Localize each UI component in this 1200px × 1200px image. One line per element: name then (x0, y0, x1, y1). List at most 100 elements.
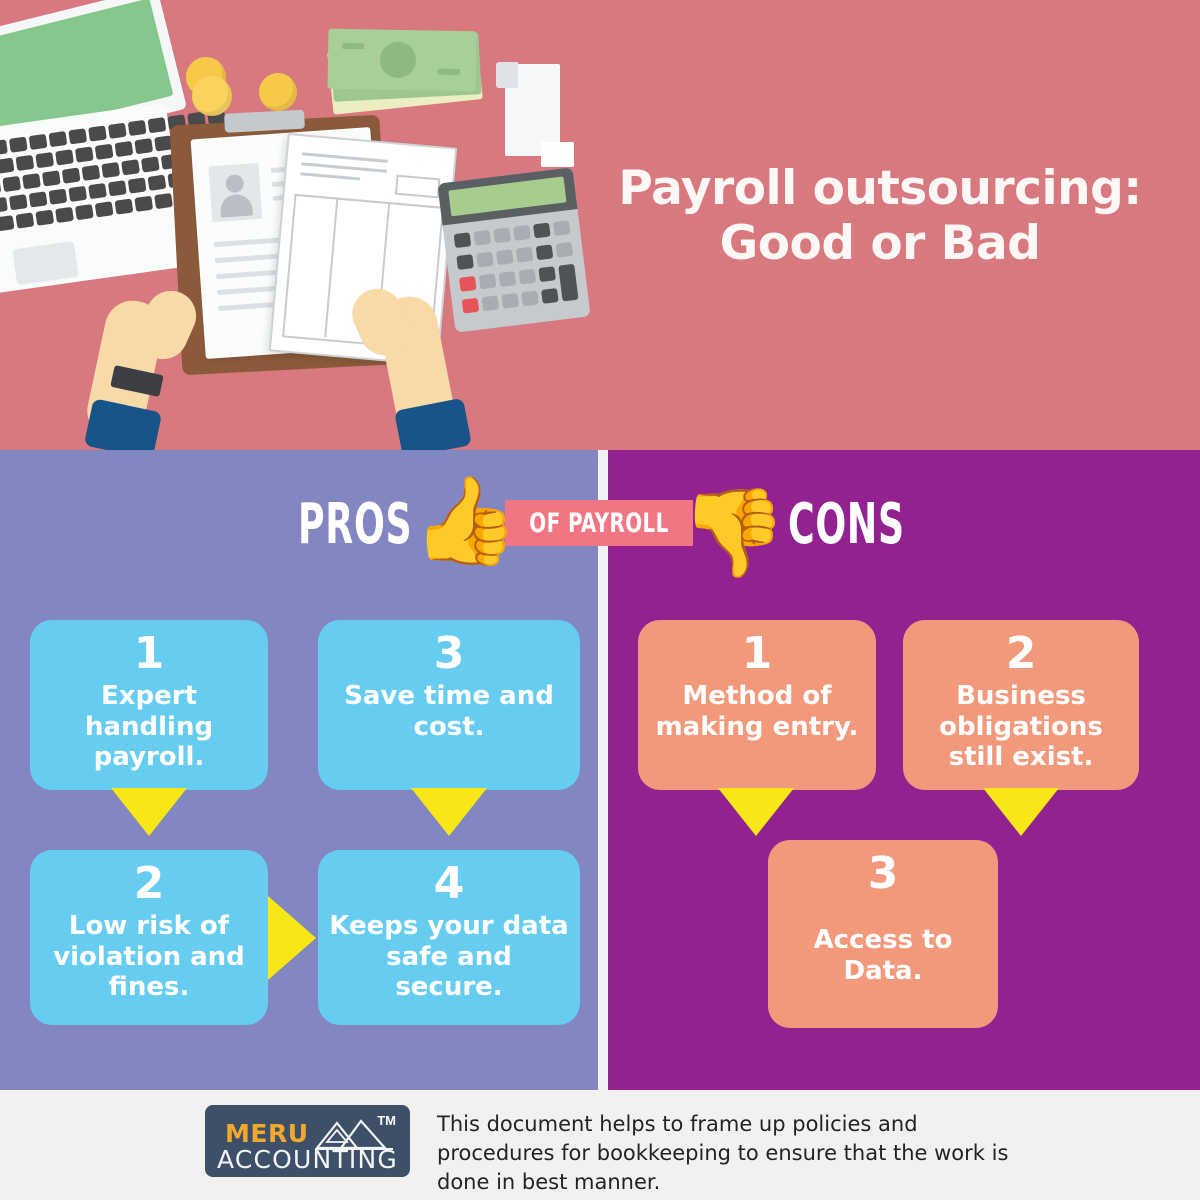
keyboard-key (0, 215, 15, 232)
calculator-button (473, 229, 492, 246)
calculator-button (453, 232, 472, 249)
cons-arrow-1 (718, 788, 794, 836)
pros-card-4-text: Keeps your data safe and secure. (329, 910, 569, 1003)
pros-card-1-text: Expert handling payroll. (84, 680, 214, 773)
keyboard-key (28, 191, 48, 208)
calculator-button (461, 297, 480, 314)
pane-divider (598, 450, 608, 1090)
receipt-paper-illustration (496, 62, 574, 167)
meru-accounting-logo[interactable]: MERU ACCOUNTING TM (205, 1105, 410, 1177)
keyboard-key (154, 192, 173, 210)
left-sleeve (83, 398, 163, 450)
footer-description-line-2: bookkeeping to ensure that the work is d… (437, 1140, 1009, 1194)
keyboard-key (147, 174, 167, 191)
keyboard-key (68, 185, 88, 203)
keyboard-key (61, 167, 81, 184)
laptop-base (0, 102, 231, 299)
cons-card-2[interactable]: 2 Business obligations still exist. (903, 620, 1139, 790)
keyboard-key (94, 143, 114, 160)
keyboard-key (107, 122, 127, 139)
banknote-mark (342, 42, 365, 50)
cash-money-illustration (327, 28, 477, 92)
keyboard-key (22, 173, 41, 190)
gold-coin-icon (259, 73, 297, 111)
banknote-portrait (379, 41, 417, 79)
calculator-button (456, 254, 474, 270)
keyboard-key (147, 117, 167, 134)
keyboard-key (134, 138, 154, 155)
cons-card-1[interactable]: 1 Method of making entry. (638, 620, 876, 790)
pros-card-4[interactable]: 4 Keeps your data safe and secure. (318, 850, 580, 1025)
calculator-button (498, 271, 517, 287)
thumbs-up-icon: 👍 (412, 473, 520, 569)
laptop-trackpad (12, 240, 79, 286)
pros-card-2-number: 2 (133, 858, 165, 909)
calculator-button (496, 249, 514, 266)
calculator-button (555, 241, 574, 258)
calculator-button (552, 220, 571, 236)
cons-card-2-text: Business obligations still exist. (939, 680, 1103, 773)
cons-card-3[interactable]: 3 Access to Data. (768, 840, 998, 1028)
cons-card-3-text: Access to Data. (813, 924, 953, 986)
keyboard-key (0, 139, 8, 156)
avatar (208, 162, 263, 223)
calculator-illustration (437, 167, 591, 333)
footer-section (0, 1090, 1200, 1200)
clipboard-clip (224, 109, 305, 133)
keyboard-key (28, 133, 48, 151)
keyboard-key (127, 177, 147, 194)
calculator-button (533, 222, 551, 239)
pros-card-2-text: Low risk of violation and fines. (53, 910, 245, 1003)
calculator-button (476, 251, 494, 268)
keyboard-key (48, 188, 68, 205)
pros-arrow-1-to-2 (111, 788, 187, 836)
thumbs-down-icon: 👎 (680, 485, 788, 581)
pros-heading: PROS (298, 492, 413, 557)
keyboard-key (15, 154, 35, 172)
keyboard-key (55, 206, 74, 224)
keyboard-key (15, 212, 35, 229)
cons-card-3-number: 3 (867, 848, 899, 899)
keyboard-key (88, 125, 107, 142)
calculator-button (458, 275, 477, 292)
keyboard-key (68, 128, 88, 145)
cons-card-1-number: 1 (741, 628, 773, 679)
calculator-button (538, 266, 556, 283)
banknote-mark (437, 68, 460, 76)
keyboard-key (140, 156, 160, 173)
keyboard-key (55, 149, 74, 166)
banner-center-label: OF PAYROLL (529, 507, 669, 539)
cons-card-2-number: 2 (1005, 628, 1037, 679)
page-title: Payroll outsourcing: Good or Bad (590, 161, 1170, 271)
pros-arrow-3-to-4 (411, 788, 487, 836)
calculator-button (513, 224, 531, 241)
keyboard-key (114, 198, 134, 215)
pros-card-2[interactable]: 2 Low risk of violation and fines. (30, 850, 268, 1025)
receipt-tail (541, 142, 574, 167)
keyboard-key (107, 180, 127, 197)
keyboard-key (0, 196, 8, 214)
logo-brand-top: MERU (225, 1119, 309, 1148)
calculator-display (448, 176, 567, 217)
calculator-button (535, 244, 554, 261)
pros-arrow-2-to-4 (268, 896, 316, 980)
pros-card-1-number: 1 (133, 628, 165, 679)
keyboard-key (0, 178, 2, 195)
keyboard-key (81, 164, 101, 181)
keyboard-key (2, 175, 22, 193)
cons-arrow-2 (983, 788, 1059, 836)
calculator-header (437, 167, 578, 226)
title-line-1: Payroll outsourcing: (618, 161, 1142, 216)
footer-description-line-1: This document helps to frame up policies… (437, 1112, 918, 1165)
header-section: Payroll outsourcing: Good or Bad (0, 0, 1200, 450)
calculator-button (478, 273, 497, 290)
keyboard-key (74, 146, 94, 163)
keyboard-key (35, 209, 55, 226)
pros-card-1[interactable]: 1 Expert handling payroll. (30, 620, 268, 790)
mountain-peaks-icon (315, 1119, 393, 1150)
calculator-button (558, 263, 579, 302)
pros-card-3[interactable]: 3 Save time and cost. (318, 620, 580, 790)
banner-strip (505, 500, 693, 546)
receipt-top (496, 62, 518, 88)
keyboard-key (74, 204, 94, 221)
